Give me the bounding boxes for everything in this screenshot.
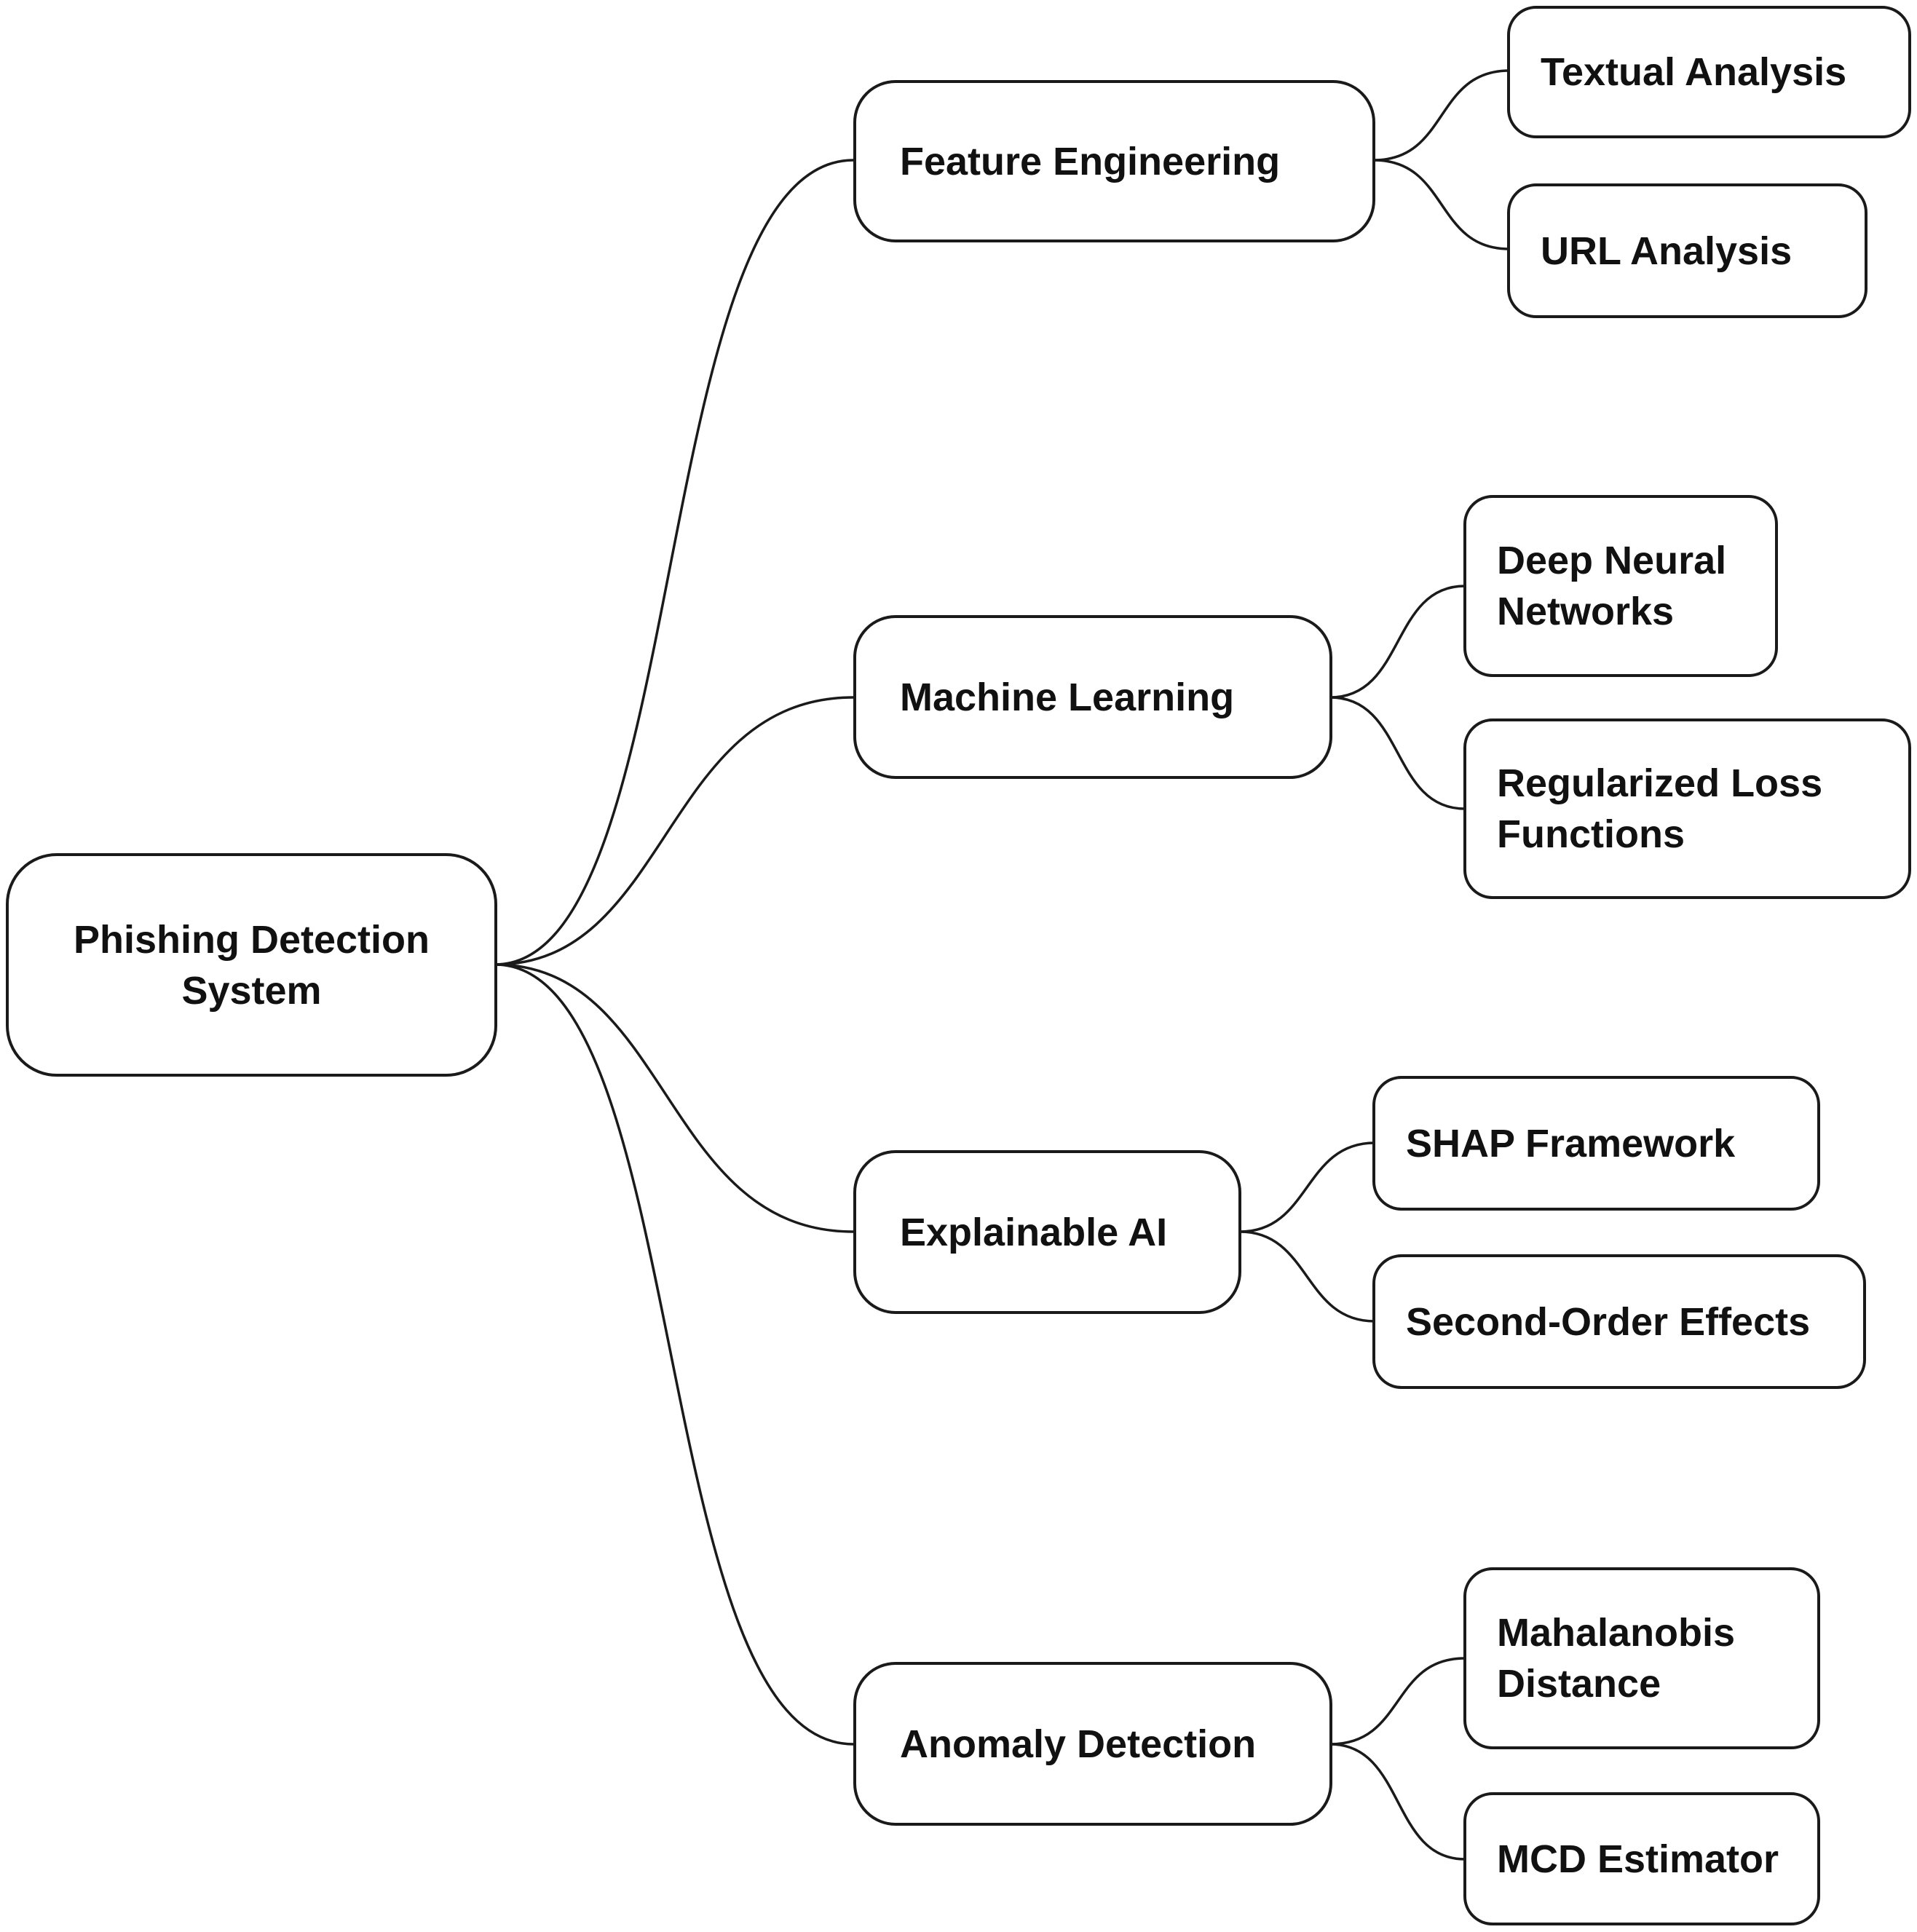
branch-node-label: Anomaly Detection bbox=[900, 1722, 1257, 1766]
edge-root-feature-engineering bbox=[494, 159, 854, 966]
leaf-node-label-line-1: Textual Analysis bbox=[1541, 50, 1847, 94]
leaf-node-mcd-estimator: MCD Estimator bbox=[1463, 1792, 1820, 1925]
root-node-label-line-1: Phishing Detection bbox=[73, 917, 430, 962]
leaf-node-deep-neural-networks: Deep Neural Networks bbox=[1463, 495, 1778, 677]
leaf-node-label-line-1: Regularized Loss bbox=[1497, 761, 1823, 805]
branch-node-label: Feature Engineering bbox=[900, 139, 1281, 183]
leaf-node-label-line-1: Second-Order Effects bbox=[1406, 1299, 1811, 1344]
root-node-label-line-2: System bbox=[181, 968, 322, 1013]
leaf-node-label-line-2: Functions bbox=[1497, 812, 1685, 856]
edge-feature-engineering-url-analysis bbox=[1373, 159, 1510, 250]
branch-node-explainable-ai: Explainable AI bbox=[853, 1150, 1241, 1314]
leaf-node-label-line-2: Networks bbox=[1497, 590, 1675, 633]
edge-anomaly-detection-mahalanobis-distance bbox=[1329, 1657, 1466, 1746]
root-node-phishing-detection-system: Phishing Detection System bbox=[6, 853, 497, 1077]
leaf-node-label-line-1: Deep Neural bbox=[1497, 539, 1727, 582]
leaf-node-label-line-1: MCD Estimator bbox=[1497, 1837, 1779, 1881]
branch-node-feature-engineering: Feature Engineering bbox=[853, 80, 1375, 242]
leaf-node-mahalanobis-distance: Mahalanobis Distance bbox=[1463, 1567, 1820, 1749]
edge-root-anomaly-detection bbox=[494, 963, 854, 1746]
leaf-node-url-analysis: URL Analysis bbox=[1507, 183, 1867, 318]
edge-machine-learning-regularized-loss bbox=[1329, 696, 1466, 810]
edge-machine-learning-deep-neural-networks bbox=[1329, 585, 1466, 699]
edge-root-explainable-ai bbox=[494, 963, 854, 1233]
edge-feature-engineering-textual-analysis bbox=[1373, 69, 1510, 162]
edge-root-machine-learning bbox=[494, 696, 854, 966]
leaf-node-shap-framework: SHAP Framework bbox=[1372, 1076, 1820, 1211]
branch-node-machine-learning: Machine Learning bbox=[853, 615, 1332, 779]
leaf-node-label-line-2: Distance bbox=[1497, 1662, 1661, 1706]
leaf-node-textual-analysis: Textual Analysis bbox=[1507, 6, 1911, 138]
branch-node-label: Machine Learning bbox=[900, 675, 1235, 719]
edge-explainable-ai-second-order-effects bbox=[1239, 1230, 1375, 1323]
leaf-node-regularized-loss-functions: Regularized Loss Functions bbox=[1463, 718, 1911, 899]
leaf-node-label-line-1: SHAP Framework bbox=[1406, 1121, 1736, 1165]
edge-anomaly-detection-mcd-estimator bbox=[1329, 1743, 1466, 1861]
branch-node-label: Explainable AI bbox=[900, 1210, 1168, 1254]
leaf-node-second-order-effects: Second-Order Effects bbox=[1372, 1254, 1866, 1389]
leaf-node-label-line-1: Mahalanobis bbox=[1497, 1611, 1736, 1655]
leaf-node-label-line-1: URL Analysis bbox=[1541, 229, 1793, 273]
edge-explainable-ai-shap-framework bbox=[1239, 1141, 1375, 1233]
branch-node-anomaly-detection: Anomaly Detection bbox=[853, 1662, 1332, 1826]
